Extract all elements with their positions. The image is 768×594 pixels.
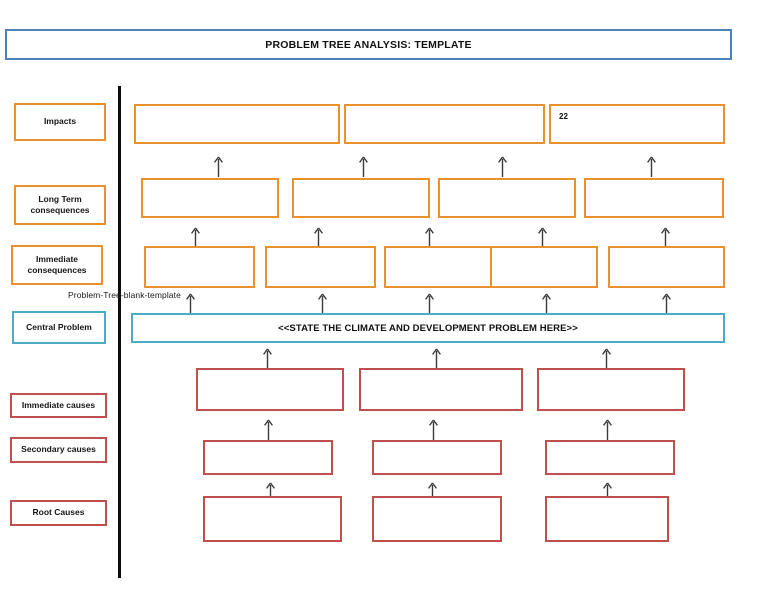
immediate-causes-box-1[interactable]: [196, 368, 344, 411]
long-term-consequences-box-4[interactable]: [584, 178, 724, 218]
category-label-root-causes: Root Causes: [10, 500, 107, 526]
root-causes-box-1[interactable]: [203, 496, 342, 542]
category-label-central-problem-text: Central Problem: [26, 321, 92, 332]
trunk-divider-line: [118, 86, 121, 578]
secondary-causes-box-3[interactable]: [545, 440, 675, 475]
arrow-up-icon: [602, 418, 613, 440]
immediate-consequences-box-1[interactable]: [144, 246, 255, 288]
central-problem-box[interactable]: <<STATE THE CLIMATE AND DEVELOPMENT PROB…: [131, 313, 725, 343]
impacts-box-3[interactable]: 22: [549, 104, 725, 144]
impacts-box-1[interactable]: [134, 104, 340, 144]
category-label-immediate-causes: Immediate causes: [10, 393, 107, 418]
category-label-central-problem: Central Problem: [12, 311, 106, 344]
arrow-up-icon: [313, 226, 324, 248]
immediate-consequences-box-3[interactable]: [384, 246, 492, 288]
root-causes-box-3[interactable]: [545, 496, 669, 542]
arrow-up-icon: [424, 292, 435, 314]
long-term-consequences-box-1[interactable]: [141, 178, 279, 218]
immediate-consequences-box-4[interactable]: [490, 246, 598, 288]
arrow-up-icon: [541, 292, 552, 314]
root-causes-box-2[interactable]: [372, 496, 502, 542]
arrow-up-icon: [190, 226, 201, 248]
arrow-up-icon: [185, 292, 196, 314]
category-label-immediate-consequences-text: Immediate consequences: [27, 253, 87, 275]
arrow-up-icon: [661, 292, 672, 314]
long-term-consequences-box-3[interactable]: [438, 178, 576, 218]
impacts-box-2[interactable]: [344, 104, 545, 144]
arrow-up-icon: [263, 418, 274, 440]
impacts-box-3-text: 22: [559, 112, 568, 121]
category-label-long-term-consequences: Long Term consequences: [14, 185, 106, 225]
immediate-causes-box-3[interactable]: [537, 368, 685, 411]
category-label-long-term-consequences-text: Long Term consequences: [30, 193, 90, 215]
diagram-title-box: PROBLEM TREE ANALYSIS: TEMPLATE: [5, 29, 732, 60]
arrow-up-icon: [646, 155, 657, 177]
central-problem-text: <<STATE THE CLIMATE AND DEVELOPMENT PROB…: [278, 322, 578, 334]
long-term-consequences-box-2[interactable]: [292, 178, 430, 218]
category-label-immediate-consequences: Immediate consequences: [11, 245, 103, 285]
secondary-causes-box-1[interactable]: [203, 440, 333, 475]
arrow-up-icon: [537, 226, 548, 248]
arrow-up-icon: [497, 155, 508, 177]
category-label-impacts: Impacts: [14, 103, 106, 141]
secondary-causes-box-2[interactable]: [372, 440, 502, 475]
arrow-up-icon: [601, 347, 612, 369]
category-label-secondary-causes-text: Secondary causes: [21, 444, 96, 455]
immediate-consequences-box-5[interactable]: [608, 246, 725, 288]
arrow-up-icon: [424, 226, 435, 248]
category-label-impacts-text: Impacts: [43, 116, 77, 127]
arrow-up-icon: [358, 155, 369, 177]
arrow-up-icon: [660, 226, 671, 248]
arrow-up-icon: [213, 155, 224, 177]
page-title: PROBLEM TREE ANALYSIS: TEMPLATE: [265, 38, 472, 51]
arrow-up-icon: [317, 292, 328, 314]
arrow-up-icon: [431, 347, 442, 369]
stray-caption: Problem-Tree-blank-template: [68, 290, 181, 300]
arrow-up-icon: [262, 347, 273, 369]
category-label-immediate-causes-text: Immediate causes: [21, 399, 96, 410]
immediate-causes-box-2[interactable]: [359, 368, 523, 411]
immediate-consequences-box-2[interactable]: [265, 246, 376, 288]
category-label-secondary-causes: Secondary causes: [10, 437, 107, 463]
arrow-up-icon: [428, 418, 439, 440]
category-label-root-causes-text: Root Causes: [32, 507, 85, 518]
